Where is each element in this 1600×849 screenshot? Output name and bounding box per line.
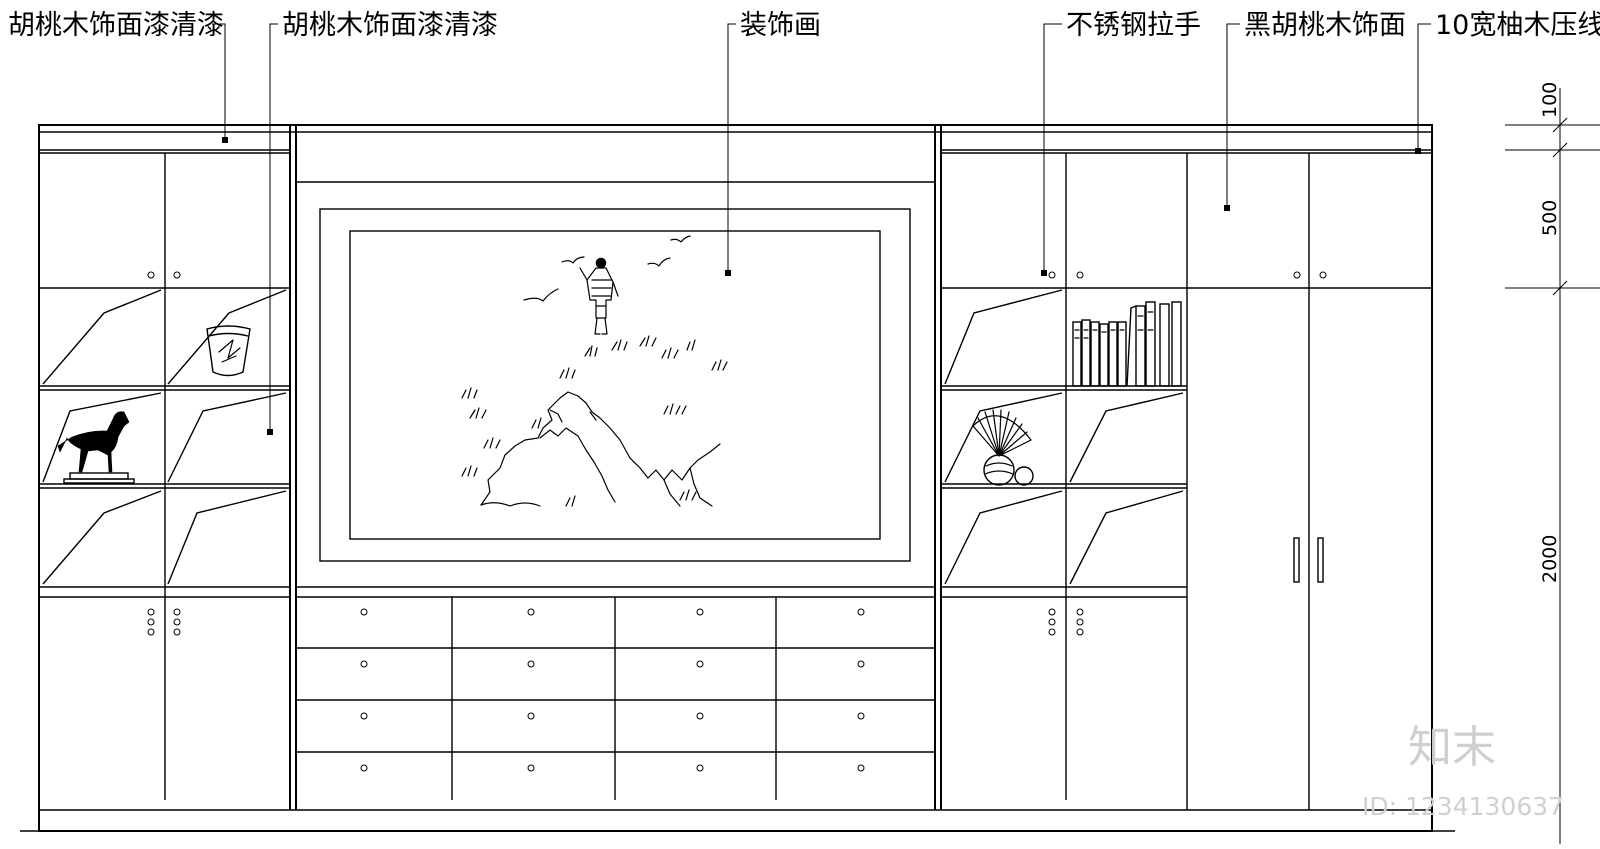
left-cabinet — [39, 149, 290, 800]
warrior-figure — [579, 257, 619, 335]
cabinet-frame — [20, 124, 1455, 832]
horse-statue — [57, 411, 135, 484]
dimension-line: 100 500 2000 — [1505, 82, 1600, 844]
birds — [523, 235, 691, 302]
mountains — [480, 391, 721, 507]
callout-steel-handle: 不锈钢拉手 — [1066, 10, 1201, 41]
watermark-id: ID: 1234130637 — [1362, 792, 1564, 821]
books — [1072, 301, 1182, 387]
painting-artwork — [461, 235, 728, 507]
dimension-500: 500 — [1539, 200, 1561, 236]
leader-lines — [212, 23, 1431, 435]
grass-tufts — [461, 335, 728, 507]
dimension-100: 100 — [1539, 82, 1561, 118]
vase-ornament — [206, 325, 251, 377]
right-cabinet — [941, 149, 1432, 810]
callout-decorative-painting: 装饰画 — [740, 10, 821, 41]
watermark: 知末 ID: 1234130637 — [1362, 722, 1564, 821]
center-section — [296, 181, 935, 800]
callout-walnut-veneer-2: 胡桃木饰面漆清漆 — [282, 10, 498, 41]
dimension-2000: 2000 — [1539, 535, 1561, 583]
fan-ornament — [972, 409, 1034, 486]
watermark-logo: 知末 — [1408, 722, 1496, 773]
callout-black-walnut-veneer: 黑胡桃木饰面 — [1244, 10, 1406, 41]
drawer-knobs — [360, 608, 865, 772]
callout-teak-trim: 10宽柚木压线 — [1435, 10, 1600, 41]
callout-walnut-veneer-1: 胡桃木饰面漆清漆 — [8, 10, 224, 41]
callout-labels: 胡桃木饰面漆清漆 胡桃木饰面漆清漆 装饰画 不锈钢拉手 黑胡桃木饰面 10宽柚木… — [8, 10, 1600, 41]
